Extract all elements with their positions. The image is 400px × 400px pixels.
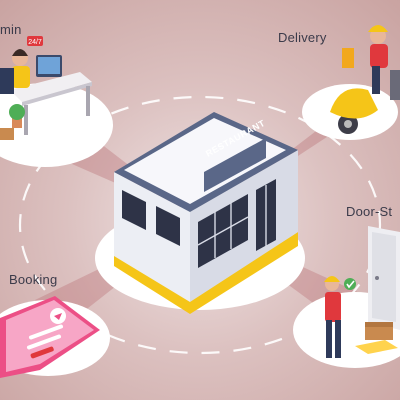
label-booking: Booking xyxy=(9,272,58,287)
restaurant-station xyxy=(95,112,305,314)
label-door-step: Door-St xyxy=(346,204,393,219)
admin-station: 24/7 xyxy=(0,36,113,167)
monitor-badge xyxy=(27,36,43,46)
badge-24-7: 24/7 xyxy=(28,39,42,46)
scooter-courier-icon xyxy=(330,88,378,119)
booking-station xyxy=(0,296,110,378)
doorstep-station xyxy=(293,226,400,368)
dashed-orbit xyxy=(18,95,382,355)
label-admin: min xyxy=(0,22,22,37)
label-delivery: Delivery xyxy=(278,30,327,45)
delivery-station xyxy=(302,25,400,140)
